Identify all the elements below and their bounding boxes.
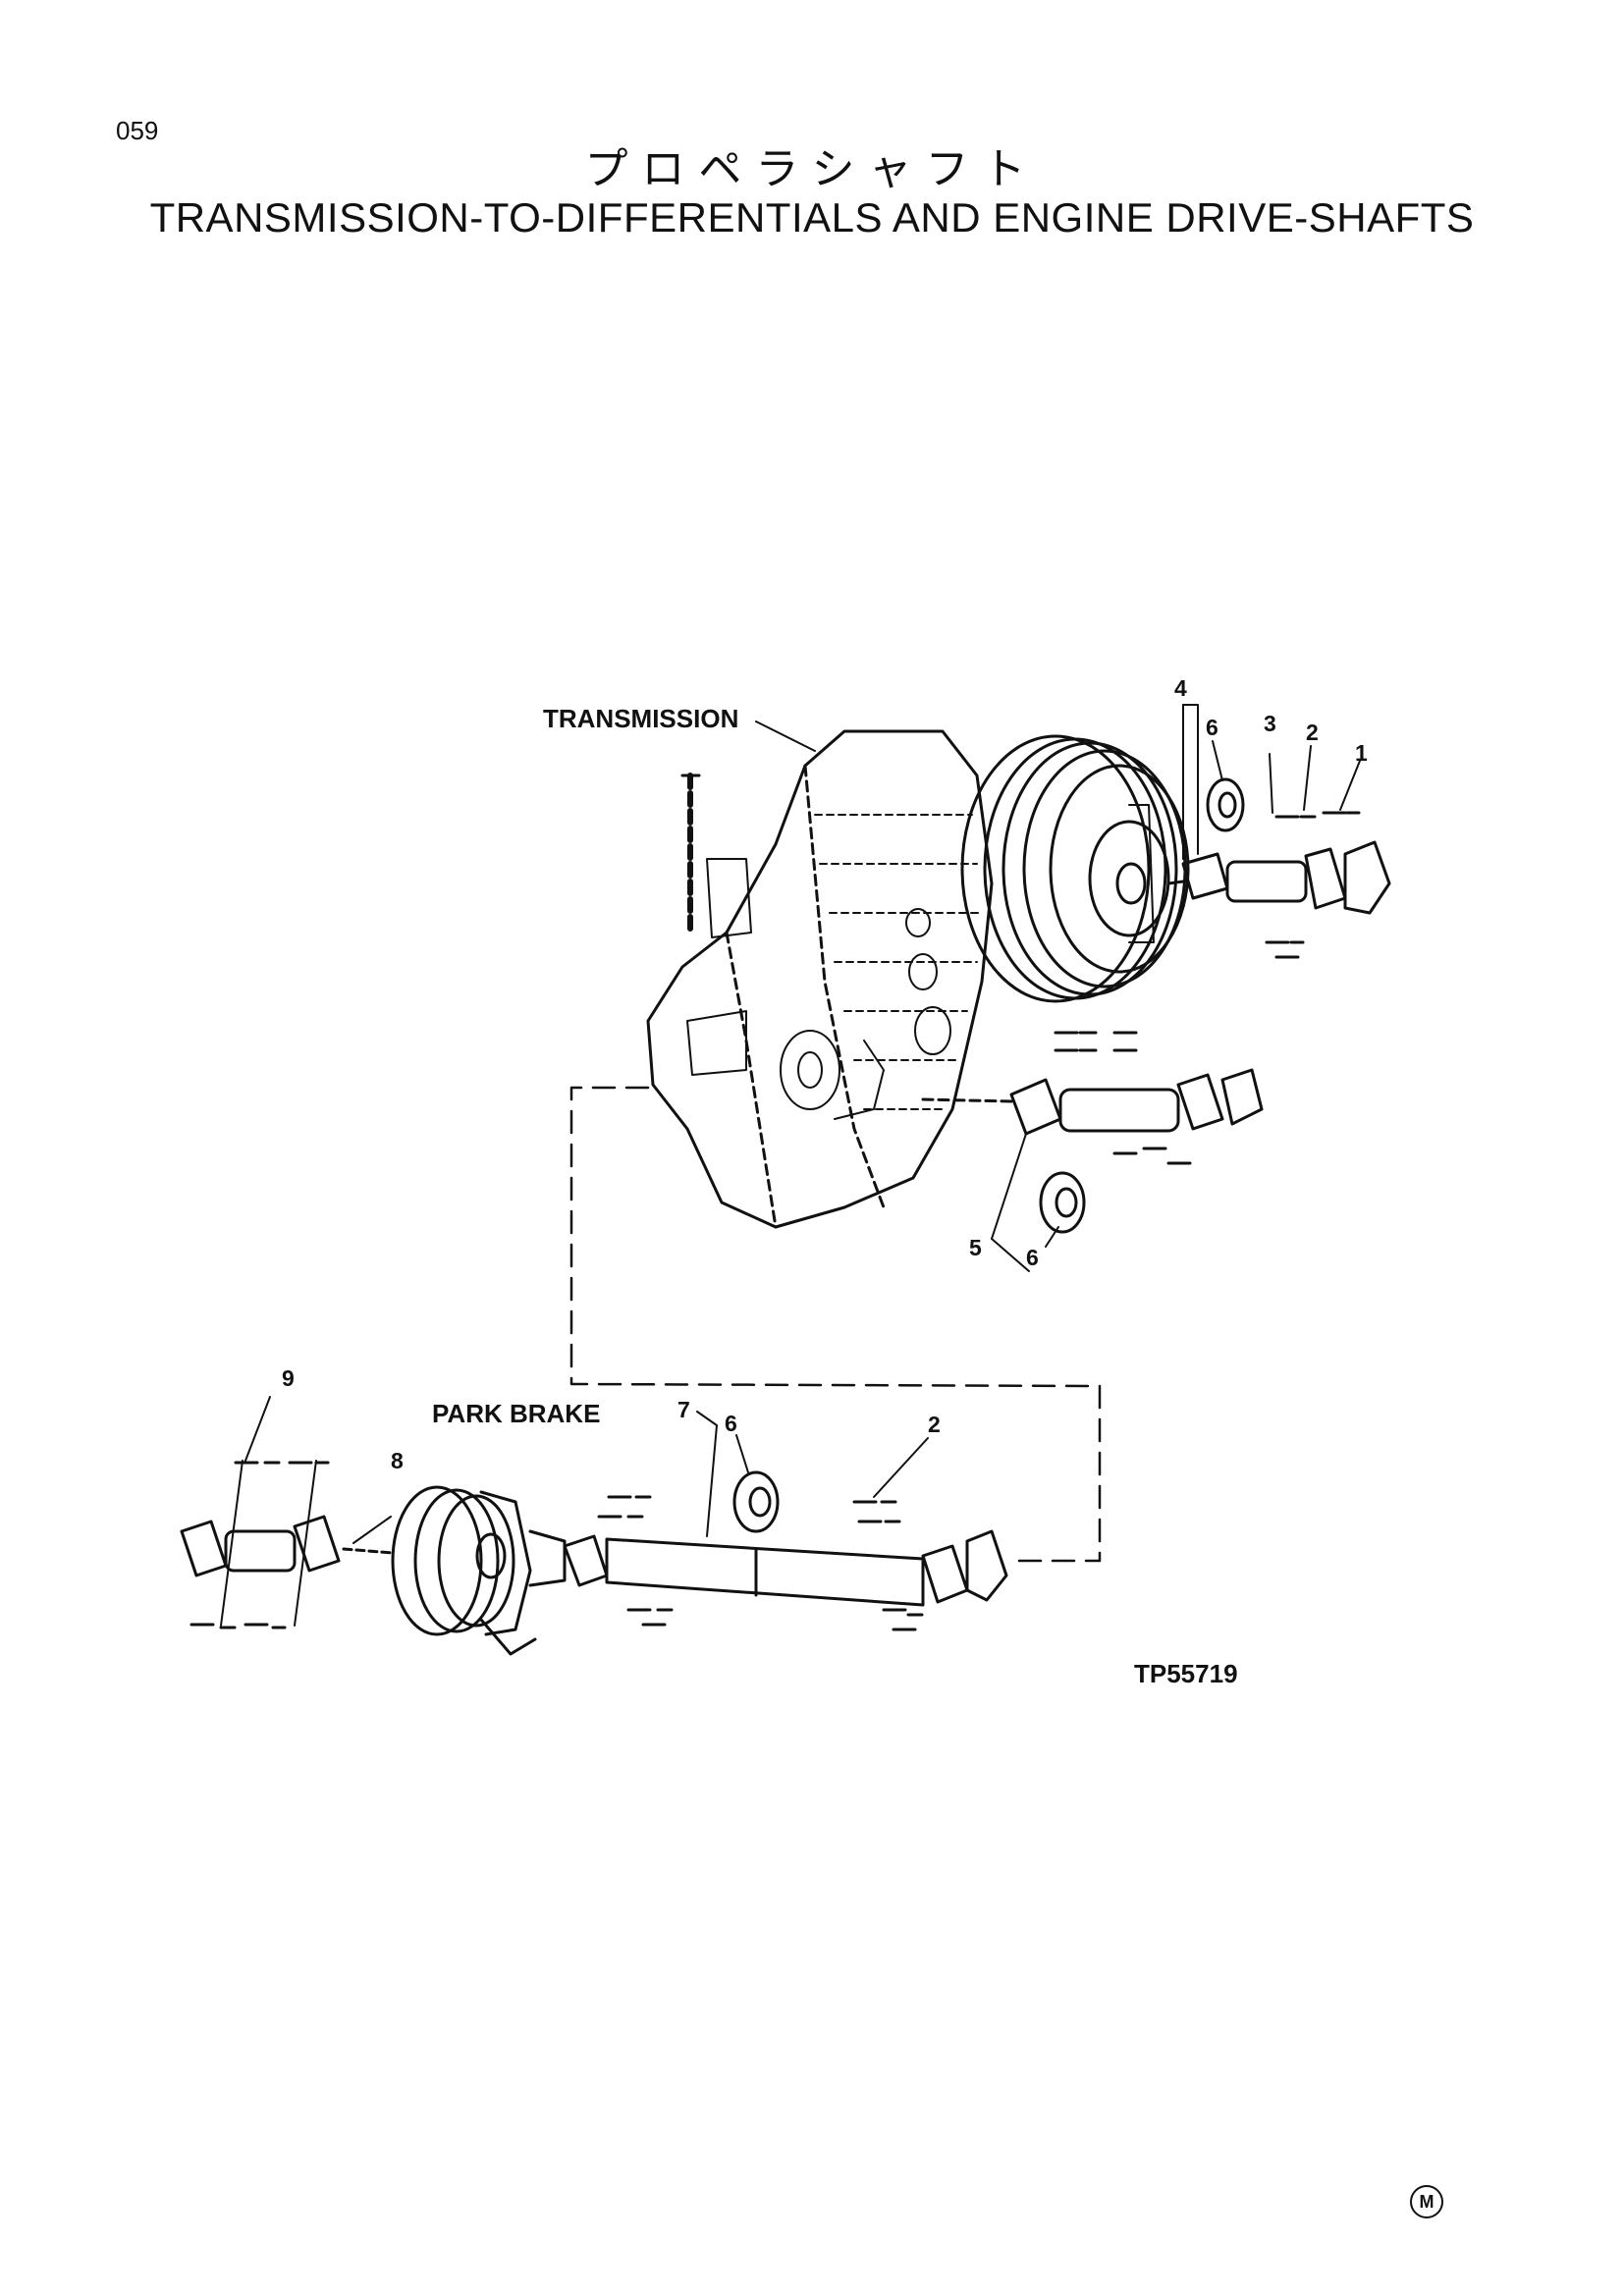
connection-dashed-line xyxy=(569,1086,1102,1563)
callout-6-middle: 6 xyxy=(1026,1245,1039,1270)
bearing-seals xyxy=(732,777,1245,1533)
callout-4: 4 xyxy=(1174,675,1187,701)
callout-3: 3 xyxy=(1264,711,1276,736)
leader-lines xyxy=(220,704,1361,1627)
callout-7: 7 xyxy=(677,1397,690,1422)
callout-5: 5 xyxy=(969,1235,982,1260)
park-brake-assembly xyxy=(391,1485,567,1656)
middle-drive-shaft xyxy=(921,1068,1264,1136)
manufacturer-mark: M xyxy=(1410,2185,1443,2218)
lower-drive-shaft xyxy=(563,1529,1008,1607)
page-number: 059 xyxy=(116,116,159,145)
title-japanese: プロペラシャフト xyxy=(584,144,1040,194)
upper-drive-shaft xyxy=(1166,840,1391,915)
callout-6-lower: 6 xyxy=(725,1411,737,1436)
label-park-brake: PARK BRAKE xyxy=(432,1399,601,1428)
transmission-housing xyxy=(646,729,994,1229)
torque-converter xyxy=(960,734,1190,1003)
callout-8: 8 xyxy=(391,1448,404,1473)
short-drive-shaft xyxy=(180,1515,395,1577)
callout-9: 9 xyxy=(282,1365,295,1391)
callout-2-lower: 2 xyxy=(928,1412,941,1437)
title-english: TRANSMISSION-TO-DIFFERENTIALS AND ENGINE… xyxy=(149,194,1475,240)
callout-6-upper: 6 xyxy=(1206,715,1218,740)
callout-1: 1 xyxy=(1355,740,1368,766)
bolts xyxy=(189,811,1361,1631)
callout-2-upper: 2 xyxy=(1306,720,1319,745)
label-transmission: TRANSMISSION xyxy=(543,704,739,733)
figure-code: TP55719 xyxy=(1134,1659,1238,1688)
